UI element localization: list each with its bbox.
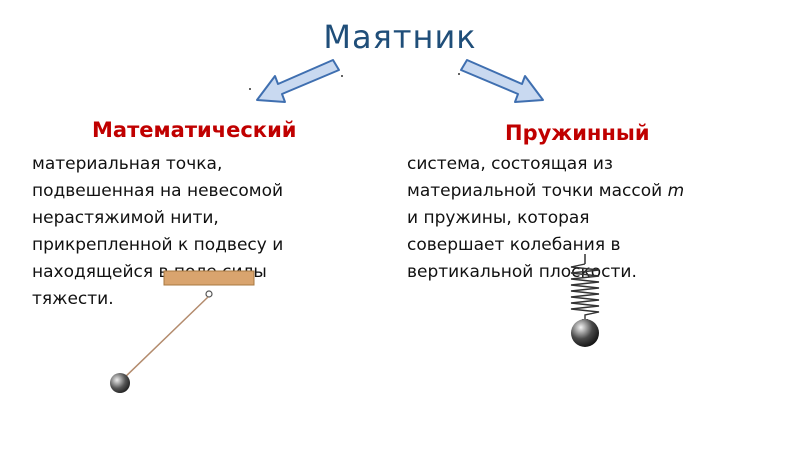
heading-mathematical: Математический: [92, 118, 297, 142]
spring-coil: [570, 263, 600, 319]
spring-bob: [571, 319, 599, 347]
definition-line: система, состоящая из: [407, 154, 613, 174]
definition-line: нерастяжимой нити,: [32, 208, 219, 228]
mass-variable: m: [667, 181, 685, 201]
definition-line: материальная точка,: [32, 154, 223, 174]
mathematical-pendulum-illustration: [110, 270, 255, 393]
definition-line: вертикальной плоскости.: [407, 262, 637, 282]
definition-spring: система, состоящая из материальной точки…: [407, 151, 684, 286]
pendulum-bob: [110, 373, 130, 393]
definition-mathematical: материальная точка, подвешенная на невес…: [32, 151, 283, 313]
definition-line: и пружины, которая: [407, 208, 590, 228]
suspension-bar: [163, 270, 255, 286]
heading-spring: Пружинный: [505, 121, 650, 145]
slide-title: Маятник: [323, 18, 477, 56]
spring-pendulum-illustration: [570, 254, 600, 347]
definition-line: материальной точки массой m: [407, 178, 684, 205]
definition-line: подвешенная на невесомой: [32, 181, 284, 201]
definition-text: материальной точки массой: [407, 181, 668, 201]
definition-line: тяжести.: [32, 289, 114, 309]
definition-line: прикрепленной к подвесу и: [32, 235, 284, 255]
arrow-right-icon: [458, 59, 544, 103]
arrow-left-icon: [249, 59, 343, 103]
pendulum-string: [121, 296, 209, 381]
definition-line: совершает колебания в: [407, 235, 621, 255]
